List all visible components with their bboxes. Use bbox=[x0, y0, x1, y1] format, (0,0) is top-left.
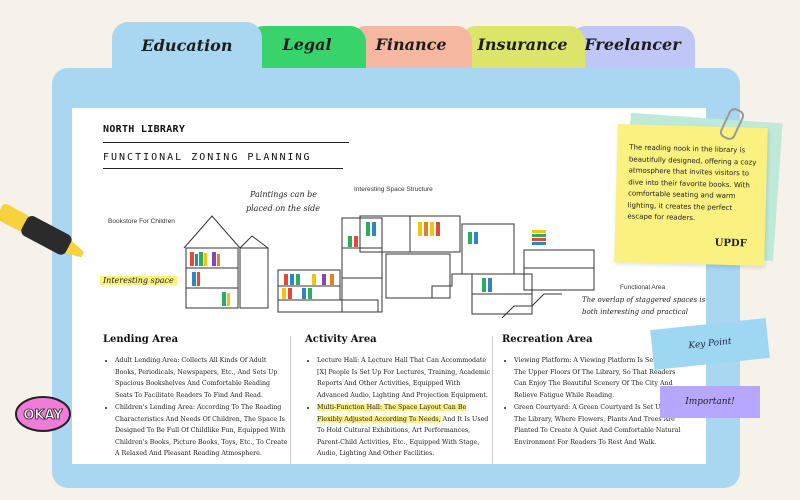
list-item: Children's Lending Area: According To Th… bbox=[115, 402, 289, 460]
annotation-bookstore: Bookstore For Children bbox=[108, 218, 175, 225]
annotation-structure: Interesting Space Structure bbox=[354, 186, 433, 193]
list-item: Viewing Platform: A Viewing Platform Is … bbox=[514, 355, 688, 401]
tab-insurance[interactable]: Insurance bbox=[460, 26, 585, 74]
zoning-title: FUNCTIONAL ZONING PLANNING bbox=[103, 152, 312, 163]
document-page: NORTH LIBRARY FUNCTIONAL ZONING PLANNING bbox=[72, 108, 706, 464]
highlighter-icon bbox=[0, 203, 85, 258]
annotation-paintings-2: placed on the side bbox=[246, 204, 321, 213]
list-item: Green Courtyard: A Green Courtyard Is Se… bbox=[514, 402, 688, 448]
sticky-note-text: The reading nook in the library is beaut… bbox=[627, 143, 757, 223]
library-title: NORTH LIBRARY bbox=[103, 124, 186, 135]
annotation-overlap-2: both interesting and practical bbox=[582, 308, 688, 316]
lending-area-title: Lending Area bbox=[103, 334, 179, 345]
zoning-underline bbox=[103, 168, 343, 169]
list-item: Adult Lending Area: Collects All Kinds O… bbox=[115, 355, 289, 401]
library-illustration bbox=[183, 215, 595, 318]
svg-text:OKAY: OKAY bbox=[23, 408, 63, 423]
recreation-area-column: Recreation Area Viewing Platform: A View… bbox=[502, 334, 688, 449]
column-divider bbox=[492, 336, 493, 464]
okay-sticker-icon: OKAY bbox=[15, 396, 71, 432]
tab-freelancer[interactable]: Freelancer bbox=[570, 26, 695, 74]
sticky-note-signature: UPDF bbox=[714, 237, 747, 250]
list-item: Lecture Hall: A Lecture Hall That Can Ac… bbox=[317, 355, 491, 401]
title-underline bbox=[103, 142, 349, 143]
recreation-area-title: Recreation Area bbox=[502, 334, 593, 345]
column-divider bbox=[290, 336, 291, 464]
annotation-interesting-space: Interesting space bbox=[100, 276, 177, 285]
tab-finance[interactable]: Finance bbox=[350, 26, 472, 74]
sticky-note[interactable]: The reading nook in the library is beaut… bbox=[614, 124, 768, 266]
activity-area-column: Activity Area Lecture Hall: A Lecture Ha… bbox=[305, 334, 491, 461]
annotation-functional-area: Functional Area bbox=[620, 284, 666, 291]
annotation-paintings-1: Paintings can be bbox=[250, 190, 317, 199]
lending-area-column: Lending Area Adult Lending Area: Collect… bbox=[103, 334, 289, 461]
list-item-rest: And It Is Used To Hold Cultural Exhibiti… bbox=[317, 415, 489, 458]
activity-area-title: Activity Area bbox=[305, 334, 377, 345]
annotation-overlap-1: The overlap of staggered spaces is bbox=[582, 296, 706, 304]
tab-legal[interactable]: Legal bbox=[248, 26, 366, 74]
important-tag[interactable]: Important! bbox=[660, 386, 760, 418]
list-item: Multi-Function Hall: The Space Layout Ca… bbox=[317, 402, 491, 460]
